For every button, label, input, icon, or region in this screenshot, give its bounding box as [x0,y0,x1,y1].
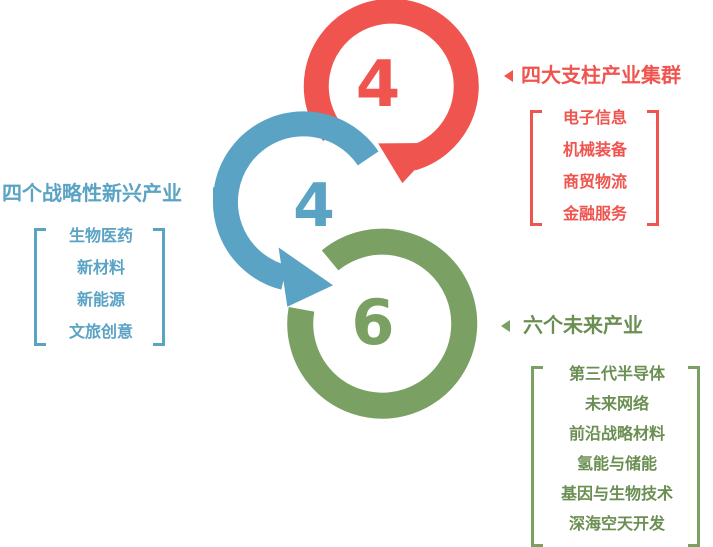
pillar-bracket-right [647,110,659,226]
blue-ring: 4 [212,111,379,307]
list-item: 氢能与储能 [576,454,657,473]
list-item: 生物医药 [68,226,133,245]
list-item: 深海空天开发 [568,514,665,533]
blue-ring-arrowhead [278,247,333,307]
strategic-bracket-left [34,228,46,346]
list-item: 新材料 [76,258,125,277]
future-title: 六个未来产业 [523,313,643,337]
pillar-bracket-left [530,110,542,226]
future-bracket-left [531,366,543,547]
pillar-title: 四大支柱产业集群 [521,63,681,87]
red-ring-arc [303,0,479,171]
pillar-pointer-icon [504,70,513,82]
green-ring: 6 [287,228,478,419]
strategic-bracket-right [153,228,165,346]
future-pointer-icon [501,320,510,332]
list-item: 第三代半导体 [568,364,665,383]
red-ring: 4 [303,0,479,184]
red-ring-number: 4 [356,48,401,122]
list-item: 新能源 [76,290,125,309]
list-item: 机械装备 [562,140,627,159]
list-item: 商贸物流 [562,172,627,191]
blue-ring-arc [212,111,379,290]
list-item: 金融服务 [562,204,627,223]
strategic-title: 四个战略性新兴产业 [2,181,182,205]
strategic-pointer-icon [213,187,222,199]
red-ring-arrowhead [378,142,441,184]
future-bracket-right [688,366,700,547]
future-list: 第三代半导体 未来网络 前沿战略材料 氢能与储能 基因与生物技术 深海空天开发 [541,364,693,544]
list-item: 未来网络 [584,394,649,413]
blue-ring-number: 4 [293,171,335,241]
list-item: 基因与生物技术 [560,484,673,503]
green-ring-arc [287,228,478,419]
list-item: 文旅创意 [68,322,133,341]
pillar-list: 电子信息 机械装备 商贸物流 金融服务 [540,108,650,228]
strategic-list: 生物医药 新材料 新能源 文旅创意 [45,226,157,346]
list-item: 电子信息 [562,108,627,127]
green-ring-number: 6 [351,286,394,359]
list-item: 前沿战略材料 [568,424,665,443]
